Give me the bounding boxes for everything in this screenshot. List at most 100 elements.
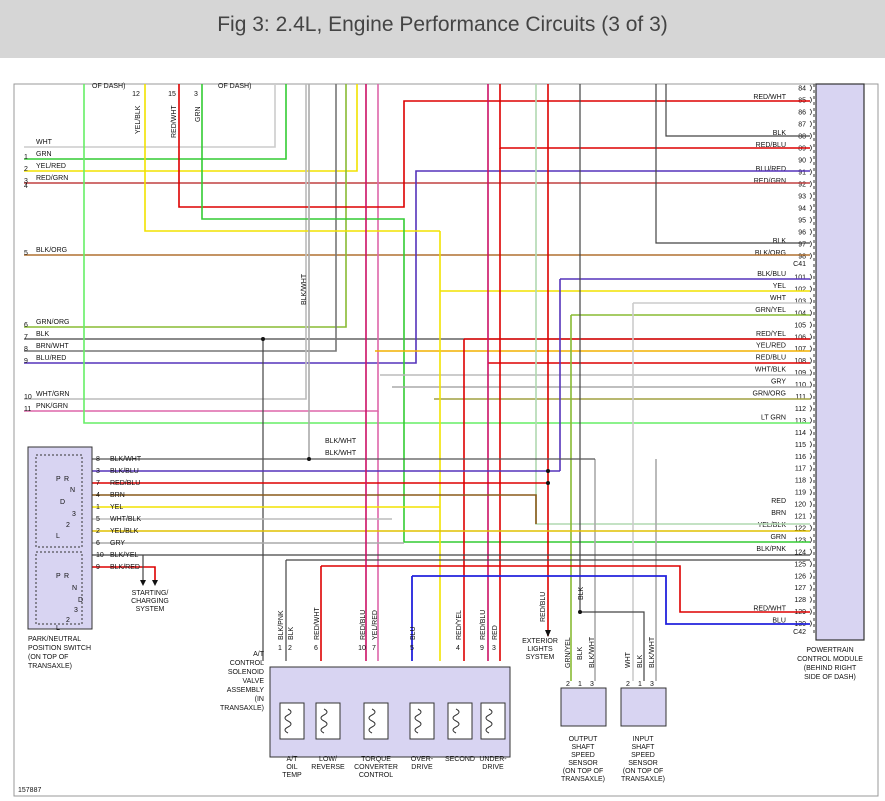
pcm-pin-terminal bbox=[809, 500, 812, 508]
pcm-pin-number: 95 bbox=[798, 218, 806, 225]
wire-pn-blk-red bbox=[92, 566, 156, 580]
wire-wht bbox=[24, 84, 276, 148]
sol-wire-pin: 4 bbox=[456, 645, 460, 652]
pcm-pin-terminal bbox=[809, 309, 812, 317]
pcm-pin-label: RED/WHT bbox=[753, 606, 786, 613]
pcm-pin-terminal bbox=[809, 96, 812, 104]
pcm-pin-number: 84 bbox=[798, 86, 806, 93]
output-label-4: SENSOR bbox=[568, 760, 598, 767]
solenoid-coil bbox=[315, 702, 341, 740]
output-shaft-sensor: GRN/YEL BLK BLK/WHT BLK 2 1 3 OUTPUT SHA… bbox=[560, 586, 607, 783]
pcm-pin-terminal bbox=[809, 429, 812, 436]
pcm-pin-terminal bbox=[809, 321, 812, 329]
pn-gear-2-2: 2 bbox=[66, 617, 70, 624]
input-pin-1: 1 bbox=[638, 681, 642, 688]
pn-gear-l2: L bbox=[56, 625, 60, 632]
sol-wire-pin: 3 bbox=[492, 645, 496, 652]
pcm-pin-number: 115 bbox=[795, 442, 806, 449]
input-label-6: TRANSAXLE) bbox=[621, 776, 665, 783]
top-connector: OF DASH) OF DASH) 12 15 3 YEL/BLK RED/WH… bbox=[92, 83, 308, 305]
pcm-pin-number: 97 bbox=[798, 242, 806, 249]
left-wire-label: RED/GRN bbox=[36, 175, 68, 182]
solenoid-label: DRIVE bbox=[482, 764, 504, 771]
output-label-5: (ON TOP OF bbox=[563, 768, 603, 775]
pcm-pin-label: BLK/BLU bbox=[757, 271, 786, 278]
pcm-pin-label: RED/YEL bbox=[756, 331, 786, 338]
top-pin-3: 3 bbox=[194, 91, 198, 98]
sol-wire-label: RED/YEL bbox=[456, 610, 463, 640]
left-wire-pin: 11 bbox=[24, 406, 31, 413]
pcm-pin-terminal bbox=[809, 192, 812, 200]
solenoid-assembly: A/TOILTEMPLOW/REVERSETORQUECONVERTERCONT… bbox=[220, 651, 511, 779]
input-label-1: INPUT bbox=[633, 736, 655, 743]
left-wire-label: BLK bbox=[36, 331, 50, 338]
pcm-pin-terminal bbox=[809, 357, 812, 364]
solenoid-label: OVER- bbox=[411, 756, 434, 763]
top-label-right: OF DASH) bbox=[218, 83, 251, 90]
starting-arrows bbox=[140, 580, 158, 586]
exterior-wire-label: RED/BLU bbox=[540, 592, 547, 622]
pcm-pin-terminal bbox=[809, 273, 812, 281]
pcm-pin-number: 108 bbox=[794, 358, 806, 365]
sol-label-5: ASSEMBLY bbox=[227, 687, 265, 694]
pn-pin-label: BLK/YEL bbox=[110, 552, 139, 559]
sol-wire-label: RED/BLU bbox=[480, 610, 487, 640]
pcm-pin-number: 89 bbox=[798, 146, 806, 153]
pcm-pin-number: 122 bbox=[794, 525, 806, 532]
input-sensor-body bbox=[620, 687, 667, 727]
solenoid-coil bbox=[447, 702, 473, 740]
pcm-pin-number: 123 bbox=[794, 537, 806, 544]
input-label-4: SENSOR bbox=[628, 760, 658, 767]
label-blk-wht-a: BLK/WHT bbox=[325, 438, 357, 445]
starting-label-1: STARTING/ bbox=[132, 590, 169, 597]
wire-grn-top bbox=[201, 84, 810, 543]
pn-gear-2: 2 bbox=[66, 522, 70, 529]
pcm-pin-terminal bbox=[809, 452, 812, 460]
left-wire-pin: 7 bbox=[24, 334, 28, 341]
solenoid-label: A/T bbox=[287, 756, 299, 763]
pcm-pin-terminal bbox=[809, 297, 812, 305]
pcm-pin-number: 87 bbox=[798, 122, 806, 129]
pcm-pin-number: 96 bbox=[798, 230, 806, 237]
coil-winding-icon bbox=[414, 708, 422, 734]
output-label-3: SPEED bbox=[571, 752, 595, 759]
pn-pin-number: 10 bbox=[96, 552, 104, 559]
output-pin-3: 3 bbox=[590, 681, 594, 688]
wire-grn-1 bbox=[24, 84, 287, 160]
output-pin-1: 1 bbox=[578, 681, 582, 688]
left-wire-pin: 8 bbox=[24, 346, 28, 353]
junction-dot bbox=[546, 469, 550, 473]
pcm-pin-label: RED/BLU bbox=[756, 142, 786, 149]
sol-label-2: CONTROL bbox=[230, 660, 264, 667]
output-label-1: OUTPUT bbox=[569, 736, 599, 743]
output-label-2: SHAFT bbox=[572, 744, 596, 751]
pcm-pin-label: YEL/RED bbox=[756, 343, 786, 350]
wire-brn-121 bbox=[535, 84, 810, 525]
sol-wire-label: RED/WHT bbox=[314, 607, 321, 640]
pcm-pin-terminal bbox=[809, 120, 812, 128]
sol-wire-pin: 7 bbox=[372, 645, 376, 652]
sol-wire-label: RED bbox=[492, 625, 499, 640]
output-blk-label: BLK bbox=[578, 586, 585, 600]
pn-pin-label: BLK/RED bbox=[110, 564, 140, 571]
pcm-pin-terminal bbox=[809, 204, 812, 212]
wire-blk-88 bbox=[665, 84, 810, 137]
pcm-pin-label: BRN bbox=[771, 510, 786, 517]
pn-gear-r: R bbox=[64, 476, 69, 483]
pcm-pin-label: LT GRN bbox=[761, 414, 786, 421]
input-wire-wht: WHT bbox=[625, 651, 632, 668]
left-wire-pin: 2 bbox=[24, 166, 28, 173]
pcm-pin-number: 120 bbox=[794, 502, 806, 509]
pcm-pin-number: 128 bbox=[794, 597, 806, 604]
pn-pin-label: WHT/BLK bbox=[110, 516, 141, 523]
pcm-pin-number: 125 bbox=[794, 561, 806, 568]
top-pin-12: 12 bbox=[132, 91, 140, 98]
pcm-pin-number: 109 bbox=[794, 370, 806, 377]
pcm-pin-number: 101 bbox=[794, 275, 806, 282]
pcm-pin-terminal bbox=[809, 584, 812, 591]
coil-winding-icon bbox=[452, 708, 460, 734]
pcm-pin-label: BLK bbox=[773, 238, 787, 245]
solenoid-label: UNDER- bbox=[479, 756, 507, 763]
pcm-pin-label: RED/BLU bbox=[756, 355, 786, 362]
